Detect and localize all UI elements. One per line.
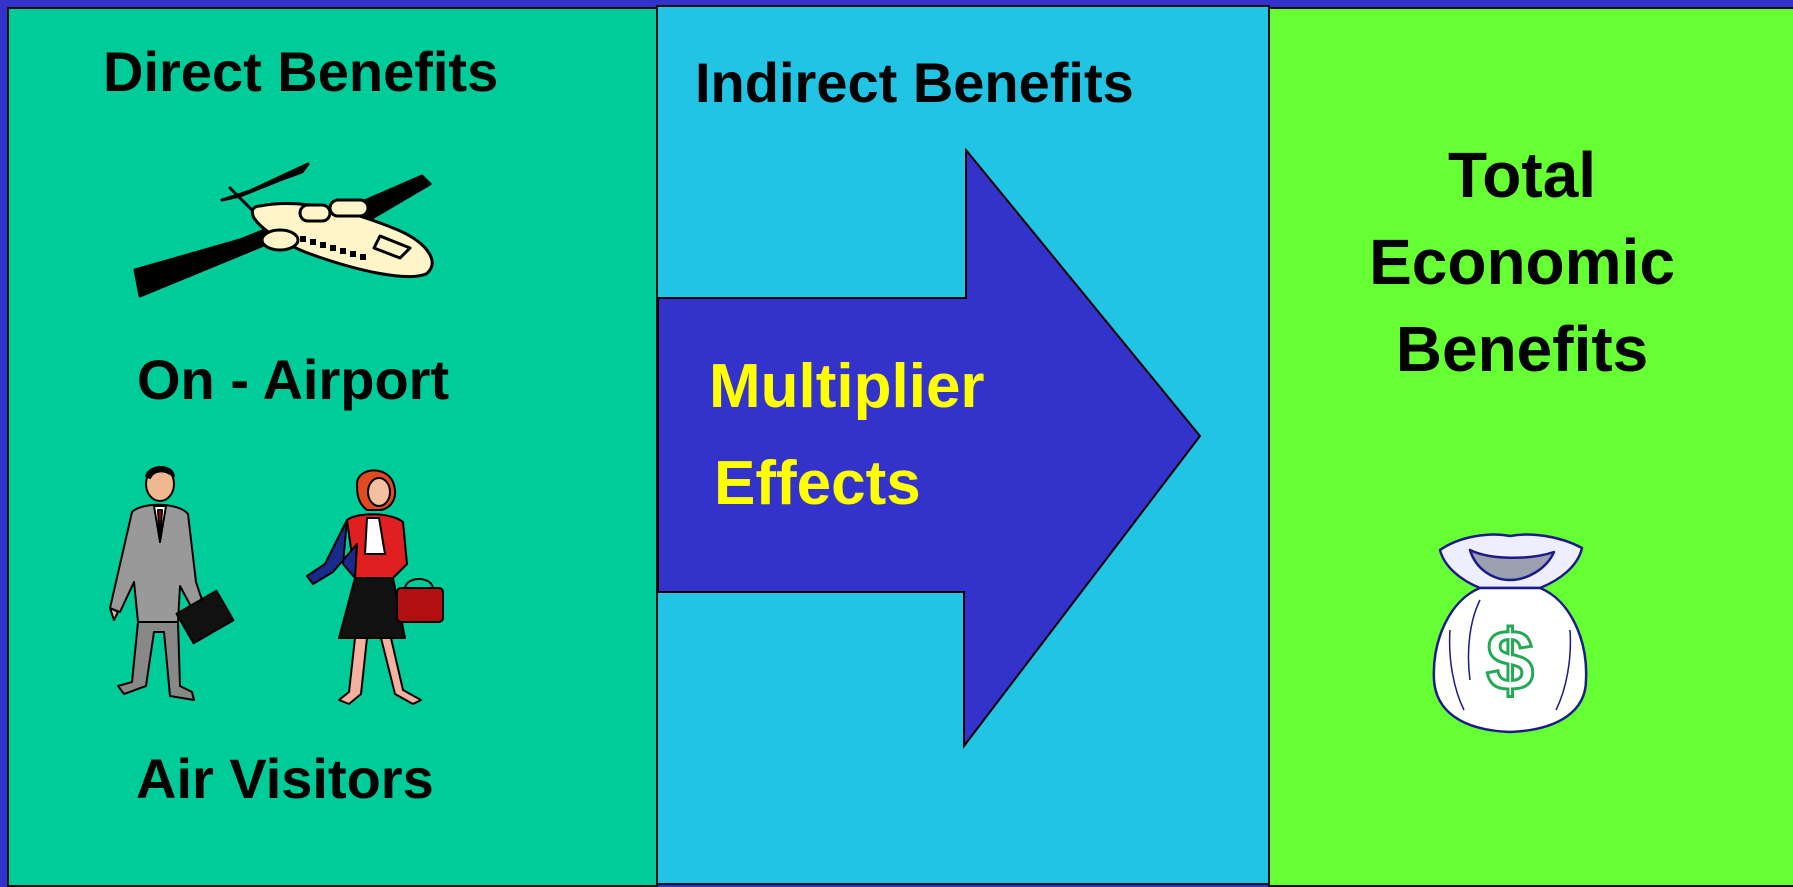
money-bag-icon: $ — [1432, 533, 1588, 734]
effects-label: Effects — [714, 449, 921, 518]
direct-benefits-title: Direct Benefits — [103, 40, 499, 103]
total-line-3: Benefits — [1395, 313, 1649, 385]
right-arrow-icon — [657, 148, 1202, 749]
total-line-1: Total — [1447, 139, 1597, 211]
total-line-2: Economic — [1369, 226, 1675, 298]
total-benefits-panel — [1268, 7, 1793, 887]
on-airport-label: On - Airport — [137, 348, 450, 411]
air-visitors-label: Air Visitors — [136, 747, 434, 810]
businessman-icon — [109, 466, 235, 701]
direct-benefits-panel — [7, 7, 658, 887]
indirect-benefits-title: Indirect Benefits — [695, 51, 1134, 114]
total-economic-benefits-title: Total Economic Benefits — [1268, 132, 1776, 393]
svg-text:$: $ — [1486, 613, 1534, 709]
businesswoman-icon — [306, 469, 444, 705]
airplane-icon — [133, 162, 434, 298]
multiplier-label: Multiplier — [709, 352, 985, 421]
